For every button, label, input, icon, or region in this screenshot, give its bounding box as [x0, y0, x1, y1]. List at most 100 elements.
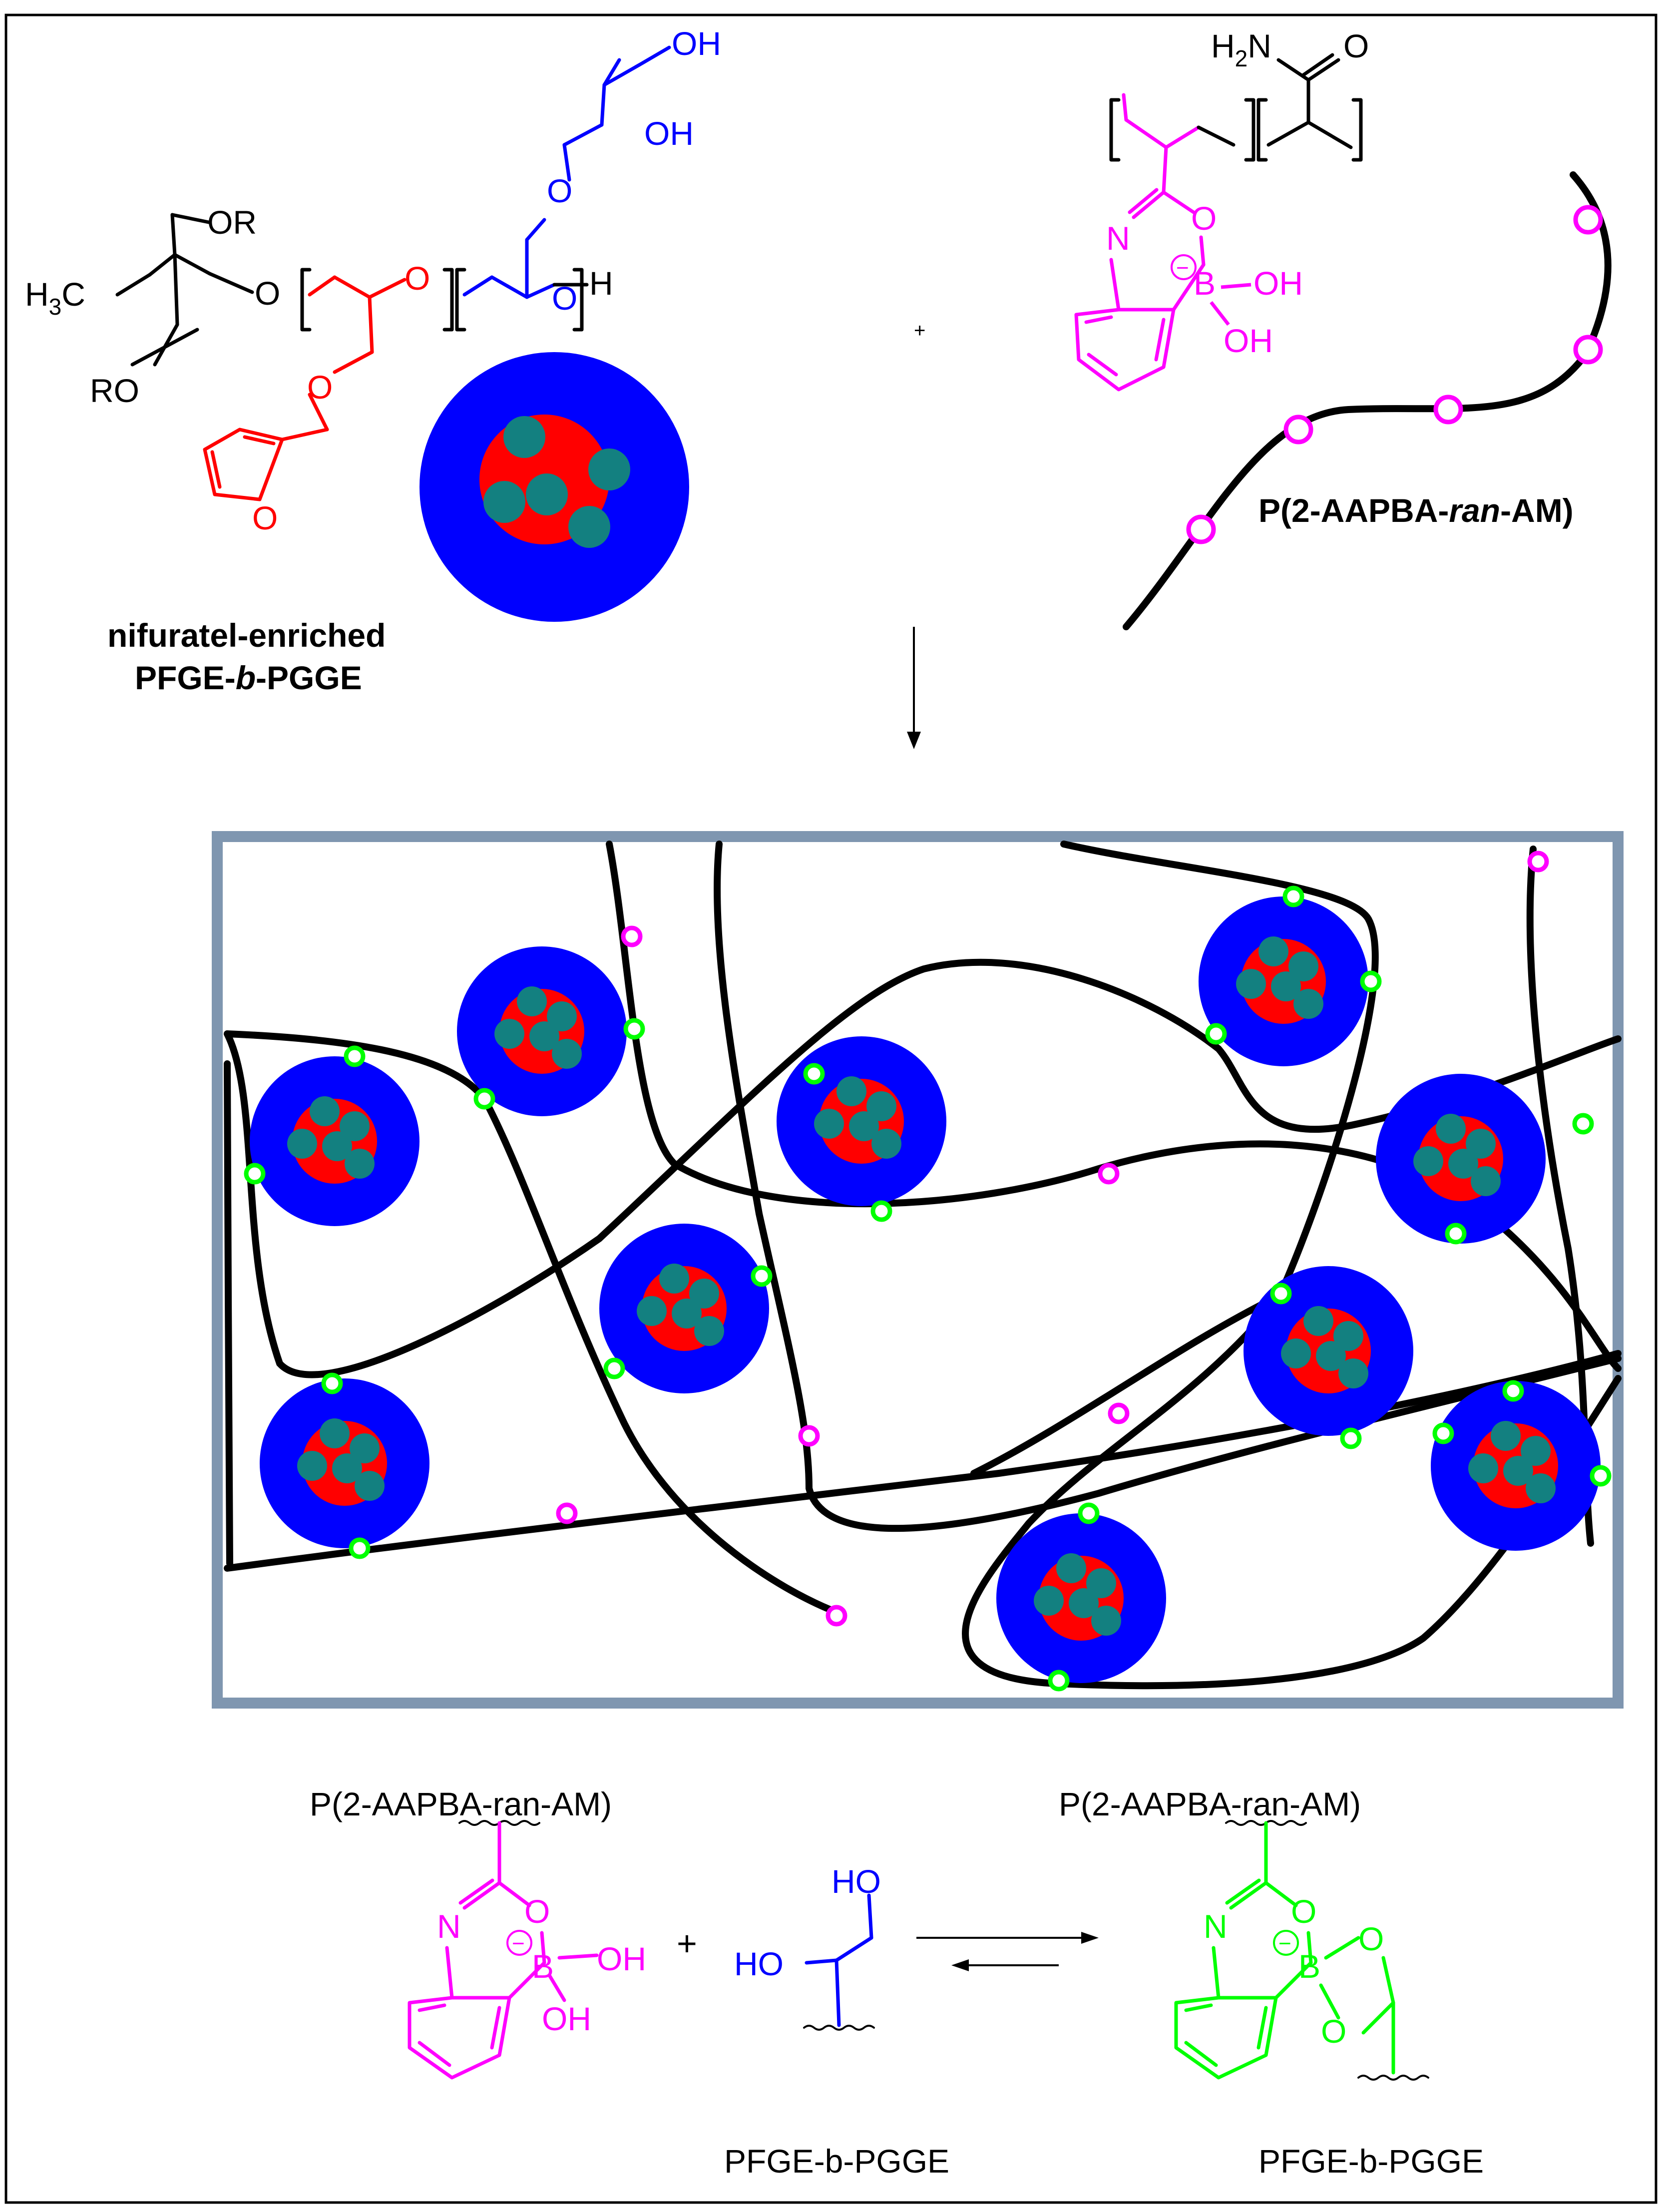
left-atom-oh-2: OH: [542, 2000, 591, 2037]
boronic-acid-site: [1098, 1163, 1120, 1185]
boronate-ester-crosslink: [870, 1200, 892, 1222]
drug-particle: [503, 416, 545, 458]
blue-pgge-bonds: [462, 45, 671, 299]
polymer-strand: [962, 841, 1622, 1690]
atom-o: O: [1191, 200, 1217, 237]
product-atom-n: N: [1204, 1908, 1228, 1945]
polymer-strand: [224, 1350, 1622, 1572]
pfge-label-line2: PFGE-b-PGGE: [135, 659, 362, 696]
drug-particle: [1448, 1149, 1478, 1179]
drug-particle: [340, 1111, 370, 1141]
atom-h-end: H: [589, 265, 613, 302]
paapba-label: P(2-AAPBA-ran-AM): [1258, 492, 1574, 529]
atom-or-top: OR: [207, 204, 257, 241]
drug-particle: [866, 1091, 896, 1121]
atom-o-blue-ether: O: [547, 172, 572, 209]
micelle: [1431, 1381, 1601, 1551]
diol-atom-ho-1: HO: [831, 1863, 881, 1900]
left-atom-n: N: [437, 1908, 461, 1945]
atom-minus: −: [1176, 256, 1189, 280]
diol-atom-ho-2: HO: [734, 1945, 784, 1982]
drug-particle: [1526, 1473, 1556, 1503]
boronic-acid-site: [1108, 1402, 1130, 1424]
plus-sign-top: +: [914, 320, 925, 342]
plus-sign-bottom: +: [677, 1924, 697, 1963]
equilibrium-scheme: P(2-AAPBA-ran-AM) P(2-AAPBA-ran-AM): [310, 1785, 1484, 2180]
boronate-ester-crosslink: [603, 1357, 625, 1379]
drug-particle: [1034, 1586, 1064, 1616]
boronate-ester-crosslink: [1572, 1113, 1594, 1135]
drug-particle: [1288, 951, 1318, 981]
atom-o-furan: O: [252, 499, 278, 536]
left-atom-oh-1: OH: [597, 1940, 646, 1977]
left-polymer-label: P(2-AAPBA-ran-AM): [310, 1785, 612, 1822]
micelle: [1376, 1074, 1546, 1244]
drug-particle: [517, 986, 547, 1016]
drug-particle: [483, 481, 525, 523]
drug-particle: [1271, 971, 1301, 1001]
boronate-ester-crosslink: [321, 1372, 343, 1394]
micelle: [457, 946, 627, 1116]
product-atom-o-2: O: [1358, 1920, 1384, 1957]
boronate-ester-crosslink: [623, 1018, 645, 1040]
product-bonds: [1174, 1821, 1395, 2080]
drug-particle: [1091, 1606, 1121, 1636]
boronate-ester-crosslink: [1078, 1502, 1100, 1524]
network-strands: [224, 841, 1622, 1690]
drug-particle: [529, 1021, 559, 1051]
polymer-strand: [224, 1060, 233, 1567]
atom-h3c: H3C: [25, 276, 85, 320]
boronate-ester-crosslink: [1432, 1422, 1454, 1444]
drug-particle: [1503, 1456, 1533, 1486]
polymer-strand: [606, 841, 1622, 1372]
boronic-site: [1573, 335, 1603, 365]
polymer-strand: [970, 1295, 1277, 1477]
drug-particle: [345, 1149, 375, 1179]
micelle: [1199, 896, 1368, 1066]
drug-particle: [287, 1129, 317, 1159]
atom-oh-2: OH: [1224, 322, 1273, 359]
boronate-ester-crosslink: [1360, 970, 1382, 992]
micelle: [599, 1224, 769, 1393]
boronate-ester-crosslink: [751, 1265, 773, 1287]
am-monomer-bonds: [1109, 53, 1363, 162]
drug-particle: [547, 1001, 577, 1031]
drug-particle: [1413, 1146, 1443, 1176]
boronate-ester-crosslink: [473, 1088, 495, 1110]
drug-particle: [1293, 989, 1323, 1019]
atom-oh-2: OH: [644, 115, 694, 152]
drug-particle: [1281, 1338, 1311, 1368]
product-atom-o-1: O: [1291, 1893, 1316, 1930]
micelle: [1244, 1266, 1413, 1436]
boronate-ester-crosslink: [1502, 1380, 1524, 1402]
drug-particle: [297, 1451, 327, 1481]
micelle: [250, 1056, 419, 1226]
drug-particle: [332, 1453, 362, 1483]
boronic-acid-site: [1527, 851, 1549, 873]
paapba-structure: [1074, 53, 1363, 392]
drug-particle: [1436, 1114, 1466, 1144]
drug-particle: [1316, 1341, 1346, 1371]
drug-particle: [320, 1418, 350, 1448]
drug-particle: [836, 1076, 866, 1106]
boronate-ester-crosslink: [803, 1063, 825, 1085]
outer-border: [4, 13, 1658, 2204]
hydrogel-network: [212, 831, 1624, 1709]
drug-particle: [552, 1039, 582, 1069]
drug-particle: [637, 1296, 667, 1326]
boronic-acid-site: [621, 925, 643, 947]
drug-particle: [1086, 1568, 1116, 1598]
diol-label: PFGE-b-PGGE: [724, 2143, 949, 2180]
atom-o-red: O: [405, 260, 430, 297]
drug-particle: [1491, 1421, 1521, 1451]
drug-particle: [322, 1131, 352, 1161]
drug-particle: [1468, 1453, 1498, 1483]
drug-particle: [694, 1316, 724, 1346]
atom-o-blue: O: [552, 280, 577, 317]
boronate-ester-crosslink: [1282, 885, 1304, 907]
boronate-ester-crosslink: [1048, 1670, 1070, 1692]
drug-particle: [1333, 1321, 1363, 1351]
diol-bonds: [803, 1893, 875, 2031]
boronic-acid-site: [798, 1425, 820, 1447]
drug-particle: [1056, 1553, 1086, 1583]
